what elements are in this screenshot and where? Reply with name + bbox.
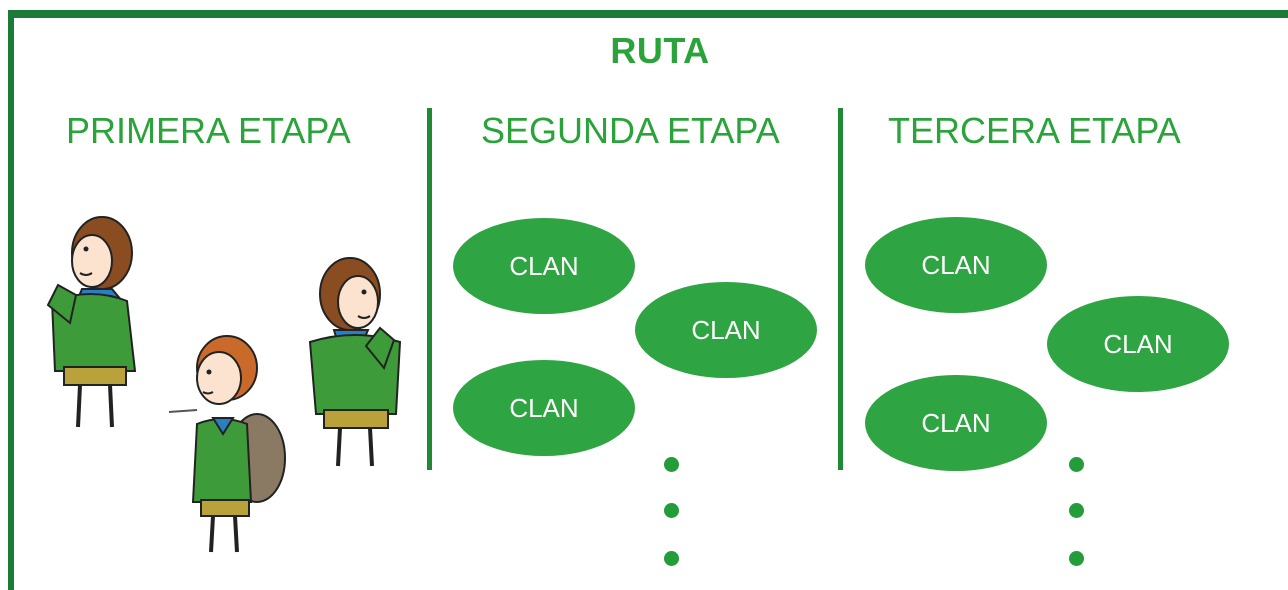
continuation-dot	[664, 457, 679, 472]
stage-divider-1	[427, 108, 432, 470]
continuation-dot	[1069, 551, 1084, 566]
clan-node: CLAN	[635, 282, 817, 378]
clan-node: CLAN	[865, 375, 1047, 471]
stage-title-primera: PRIMERA ETAPA	[66, 110, 351, 151]
stage-title-segunda: SEGUNDA ETAPA	[481, 110, 780, 151]
clan-node: CLAN	[1047, 296, 1229, 392]
clan-node: CLAN	[453, 360, 635, 456]
stage-title-tercera: TERCERA ETAPA	[888, 110, 1181, 151]
continuation-dot	[1069, 457, 1084, 472]
stage-divider-2	[838, 108, 843, 470]
continuation-dot	[664, 503, 679, 518]
continuation-dot	[1069, 503, 1084, 518]
scout-hiker-icon	[168, 335, 286, 553]
continuation-dot	[664, 551, 679, 566]
scout-thinking-icon	[308, 257, 402, 467]
clan-node: CLAN	[865, 217, 1047, 313]
frame-top-border	[8, 10, 1288, 18]
frame-left-border	[8, 10, 14, 590]
clan-node: CLAN	[453, 218, 635, 314]
scout-thinking-icon	[46, 216, 137, 428]
diagram-title: RUTA	[610, 30, 710, 71]
